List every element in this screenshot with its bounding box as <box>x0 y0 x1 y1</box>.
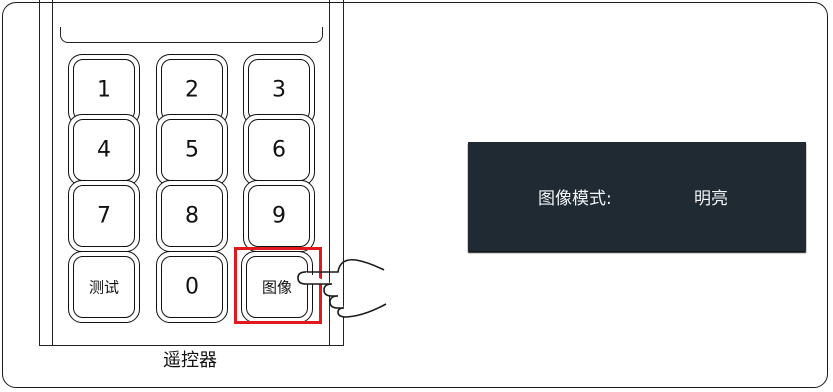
illustration-frame <box>2 2 828 388</box>
key-8[interactable]: 8 <box>156 180 228 252</box>
key-7-label: 7 <box>97 203 111 229</box>
remote-top-edge <box>60 27 323 43</box>
key-4-label: 4 <box>97 137 111 163</box>
key-5-label: 5 <box>185 137 199 163</box>
remote-keypad-panel <box>52 0 330 346</box>
image-key-label: 图像 <box>261 278 292 297</box>
key-6[interactable]: 6 <box>243 114 315 186</box>
key-3-label: 3 <box>272 77 286 103</box>
key-2-label: 2 <box>185 77 199 103</box>
key-8-label: 8 <box>185 203 199 229</box>
key-9[interactable]: 9 <box>243 180 315 252</box>
picture-mode-label: 图像模式: <box>538 189 612 209</box>
pointing-hand-icon <box>297 258 387 318</box>
test-key[interactable]: 测试 <box>68 251 140 323</box>
test-key-label: 测试 <box>88 278 119 297</box>
key-4[interactable]: 4 <box>68 114 140 186</box>
image-key-highlight <box>234 247 322 324</box>
key-0-label: 0 <box>185 274 199 300</box>
picture-mode-value: 明亮 <box>694 189 728 209</box>
remote-caption: 遥控器 <box>163 350 217 371</box>
key-1-label: 1 <box>97 77 111 103</box>
key-7[interactable]: 7 <box>68 180 140 252</box>
key-6-label: 6 <box>272 137 286 163</box>
key-5[interactable]: 5 <box>156 114 228 186</box>
remote-control <box>39 0 344 346</box>
key-9-label: 9 <box>272 203 286 229</box>
tv-screen-osd: 图像模式: 明亮 <box>468 142 806 251</box>
key-0[interactable]: 0 <box>156 251 228 323</box>
